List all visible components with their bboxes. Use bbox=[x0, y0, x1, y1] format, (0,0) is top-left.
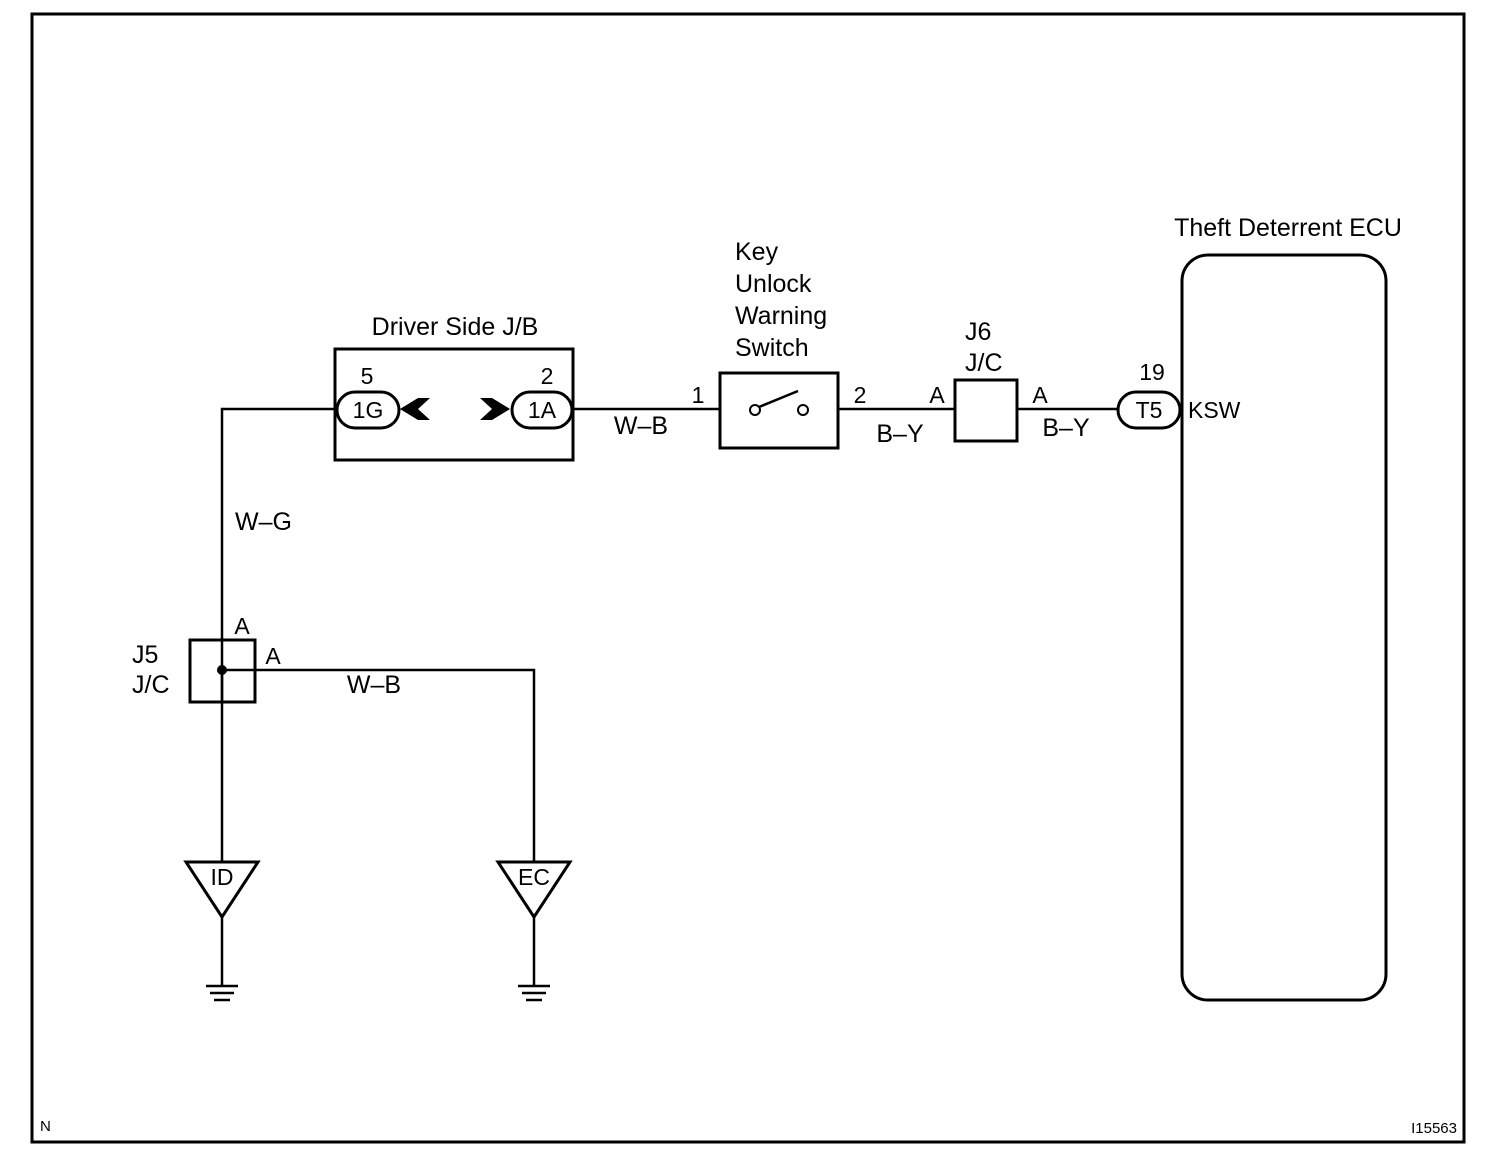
connector-1g-label: 1G bbox=[353, 397, 384, 423]
wire-label-jb-to-j5: W–G bbox=[235, 508, 292, 536]
j5-splice-dot bbox=[217, 665, 227, 675]
ground-ec-label: EC bbox=[518, 864, 550, 890]
switch-title-line-1: Key bbox=[735, 238, 779, 266]
ground-symbol-icon bbox=[518, 984, 550, 1002]
wire-label-j5-to-ec: W–B bbox=[347, 671, 401, 699]
j5-junction-connector: J5 J/C A A bbox=[132, 613, 281, 704]
connector-1g bbox=[335, 390, 401, 430]
wire-label-jb-to-switch: W–B bbox=[614, 412, 668, 440]
diagram-frame bbox=[30, 12, 1466, 1144]
switch-box bbox=[718, 371, 840, 450]
ground-ec: EC bbox=[495, 860, 573, 1002]
jb-title: Driver Side J/B bbox=[372, 313, 539, 341]
wires bbox=[220, 407, 1182, 862]
chevron-left-icon bbox=[400, 398, 430, 420]
wire-labels: W–B B–Y B–Y W–G W–B bbox=[235, 412, 1090, 699]
ground-id-label: ID bbox=[211, 864, 234, 890]
connector-1a bbox=[510, 390, 574, 430]
ecu-pin-19: 19 bbox=[1139, 359, 1165, 385]
j5-pin-top: A bbox=[234, 613, 250, 639]
wire-label-switch-to-j6: B–Y bbox=[876, 420, 924, 448]
j5-name: J5 bbox=[132, 641, 158, 669]
corner-mark-left: N bbox=[40, 1118, 51, 1135]
key-unlock-warning-switch: Key Unlock Warning Switch 1 2 bbox=[692, 238, 867, 450]
driver-side-jb: Driver Side J/B 5 2 1G 1A bbox=[333, 313, 575, 462]
theft-deterrent-ecu: Theft Deterrent ECU 19 T5 KSW bbox=[1116, 214, 1402, 1002]
j6-pin-out: A bbox=[1032, 382, 1048, 408]
j6-type: J/C bbox=[965, 349, 1003, 377]
j6-name: J6 bbox=[965, 318, 991, 346]
j6-pin-in: A bbox=[929, 382, 945, 408]
ground-point-ec bbox=[495, 860, 573, 920]
switch-contact-left bbox=[749, 404, 761, 416]
switch-pin-1: 1 bbox=[692, 382, 705, 408]
chevron-right-icon bbox=[480, 398, 510, 420]
ground-symbol-icon bbox=[206, 984, 238, 1002]
j6-junction-connector: J6 J/C A A bbox=[929, 318, 1048, 443]
connector-t5-label: T5 bbox=[1136, 397, 1163, 423]
jb-left-pin: 5 bbox=[361, 363, 374, 389]
connector-t5 bbox=[1116, 390, 1182, 430]
ground-id: ID bbox=[183, 860, 261, 1002]
j5-type: J/C bbox=[132, 671, 170, 699]
ground-point-id bbox=[183, 860, 261, 920]
wire-label-j6-to-ecu: B–Y bbox=[1042, 414, 1090, 442]
wire-w-g bbox=[220, 407, 335, 640]
ecu-title: Theft Deterrent ECU bbox=[1174, 214, 1402, 242]
ecu-box bbox=[1180, 253, 1388, 1002]
j5-box bbox=[188, 638, 257, 704]
switch-contact-right bbox=[797, 404, 809, 416]
switch-title-line-2: Unlock bbox=[735, 270, 812, 298]
switch-title-line-4: Switch bbox=[735, 334, 809, 362]
switch-lever bbox=[758, 389, 799, 409]
switch-pin-2: 2 bbox=[854, 382, 867, 408]
corner-mark-right: I15563 bbox=[1411, 1120, 1457, 1137]
j6-box bbox=[953, 378, 1019, 443]
connector-1a-label: 1A bbox=[528, 397, 557, 423]
switch-title-line-3: Warning bbox=[735, 302, 827, 330]
ecu-terminal-ksw: KSW bbox=[1188, 397, 1241, 423]
jb-right-pin: 2 bbox=[541, 363, 554, 389]
wire-j5-to-ec bbox=[222, 668, 536, 862]
j5-pin-right: A bbox=[265, 643, 281, 669]
